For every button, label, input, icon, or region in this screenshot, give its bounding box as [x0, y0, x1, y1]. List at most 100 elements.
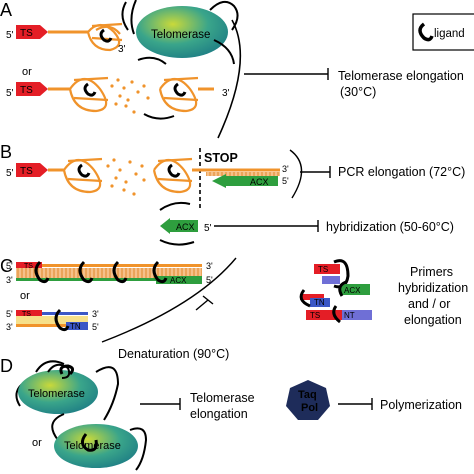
g-quadruplex [62, 157, 103, 194]
telomerase-label: Telomerase [190, 391, 255, 405]
g-quadruplex [152, 157, 193, 194]
ts-label: TS [20, 28, 33, 39]
tn-primer [66, 322, 88, 330]
three-prime-label: 3' [206, 261, 213, 271]
dna-strand [42, 312, 88, 315]
three-prime-label: 3' [282, 164, 289, 174]
ligand-icon [54, 308, 70, 332]
ts-label: TS [24, 263, 33, 270]
three-prime-label: 3' [6, 275, 13, 285]
or-label: or [20, 290, 30, 302]
elongation-label: elongation [404, 313, 462, 327]
ligand-icon [83, 82, 97, 97]
temperature-label: (30°C) [340, 85, 376, 99]
pcr-elongation-label: PCR elongation (72°C) [338, 165, 465, 179]
rna-loop [47, 363, 120, 421]
tn-label: TN [314, 298, 325, 307]
primers-label: Primers [410, 265, 453, 279]
hybridization-label: hybridization (50-60°C) [326, 220, 454, 234]
or-label: or [22, 66, 32, 78]
g-quadruplex [158, 76, 199, 113]
complement-strand [16, 324, 66, 327]
acx-label: ACX [250, 177, 269, 187]
denaturation-label: Denaturation (90°C) [118, 347, 229, 361]
ts-label: TS [310, 311, 320, 320]
three-prime-label: 3' [222, 88, 230, 99]
five-prime-label: 5' [6, 261, 13, 271]
panel-a: A ligand 5' TS 3' Telomerase or 5' TS [0, 0, 474, 139]
ts-primer [16, 310, 42, 316]
five-prime-label: 5' [6, 30, 14, 41]
telomerase-label: Telomerase [151, 29, 210, 41]
ts-arrow [40, 163, 48, 177]
nt-label: NT [344, 311, 355, 320]
acx-primer [340, 284, 370, 295]
telomerase-enzyme [18, 370, 98, 414]
bracket-arc [289, 149, 303, 199]
taq-polymerase [286, 380, 330, 420]
five-prime-label: 5' [6, 88, 14, 99]
telomerase-elongation-label: Telomerase elongation [338, 69, 464, 83]
acx-primer [156, 276, 202, 284]
acx-primer [170, 220, 198, 232]
ts-label: TS [20, 85, 33, 96]
acx-label: ACX [344, 286, 361, 295]
ligand-icon [173, 82, 187, 97]
ligand-icon [418, 22, 434, 42]
ladder [16, 316, 88, 324]
blocking-arc [137, 56, 175, 120]
ts-label: TS [318, 265, 328, 274]
ligand-icon [99, 28, 113, 43]
three-prime-label: 3' [6, 322, 13, 332]
unfolded-strand [110, 78, 150, 114]
ligand-icon [78, 260, 94, 284]
ts-label: TS [22, 311, 31, 318]
ligand-legend: ligand [412, 13, 474, 51]
panel-letter-a: A [0, 0, 12, 20]
or-label: or [32, 437, 42, 449]
stop-label: STOP [204, 151, 238, 165]
tn-label: TN [70, 322, 81, 331]
acx-primer [226, 176, 278, 186]
rna-template [51, 413, 148, 471]
three-prime-label: 3' [118, 44, 126, 55]
ts-primer [16, 262, 42, 268]
ligand-icon [77, 163, 91, 178]
five-prime-label: 5' [6, 309, 13, 319]
and-or-label: and / or [408, 297, 450, 311]
ts-primer [16, 82, 40, 96]
ligand-icon [34, 260, 50, 284]
ts-label: TS [20, 166, 33, 177]
ligand-icon [112, 260, 128, 284]
inhibition-line [195, 299, 209, 311]
ligand-icon [59, 364, 75, 376]
ladder [16, 268, 202, 278]
ts-arrow [40, 25, 48, 39]
ts-primer [306, 310, 342, 320]
pol-label: Pol [301, 402, 318, 414]
five-prime-label: 5' [206, 275, 213, 285]
ligand-icon [338, 280, 347, 297]
ts-primer [16, 25, 40, 39]
ligand-icon [81, 433, 98, 452]
five-prime-label: 5' [204, 223, 212, 234]
primer-cluster: TS ACX TN TS NT [299, 259, 372, 324]
five-prime-label: 5' [282, 176, 289, 186]
g-quadruplex [86, 22, 123, 52]
ts-primer [314, 264, 340, 274]
acx-arrow [160, 218, 170, 234]
five-prime-label: 5' [92, 322, 99, 332]
blocking-arc [159, 201, 191, 211]
ligand-icon [299, 289, 311, 308]
polymerization-label: Polymerization [380, 398, 462, 412]
three-prime-label: 3' [92, 309, 99, 319]
panel-b: B 5' TS STOP ACX 3' 5 [0, 142, 465, 246]
ts-arrow [40, 82, 48, 96]
unfolded-strand [106, 158, 146, 196]
acx-label: ACX [176, 222, 195, 232]
telomerase-enzyme [136, 6, 228, 58]
ligand-icon [167, 163, 181, 178]
rna-loop [209, 0, 239, 65]
bracket-arc [217, 19, 242, 139]
